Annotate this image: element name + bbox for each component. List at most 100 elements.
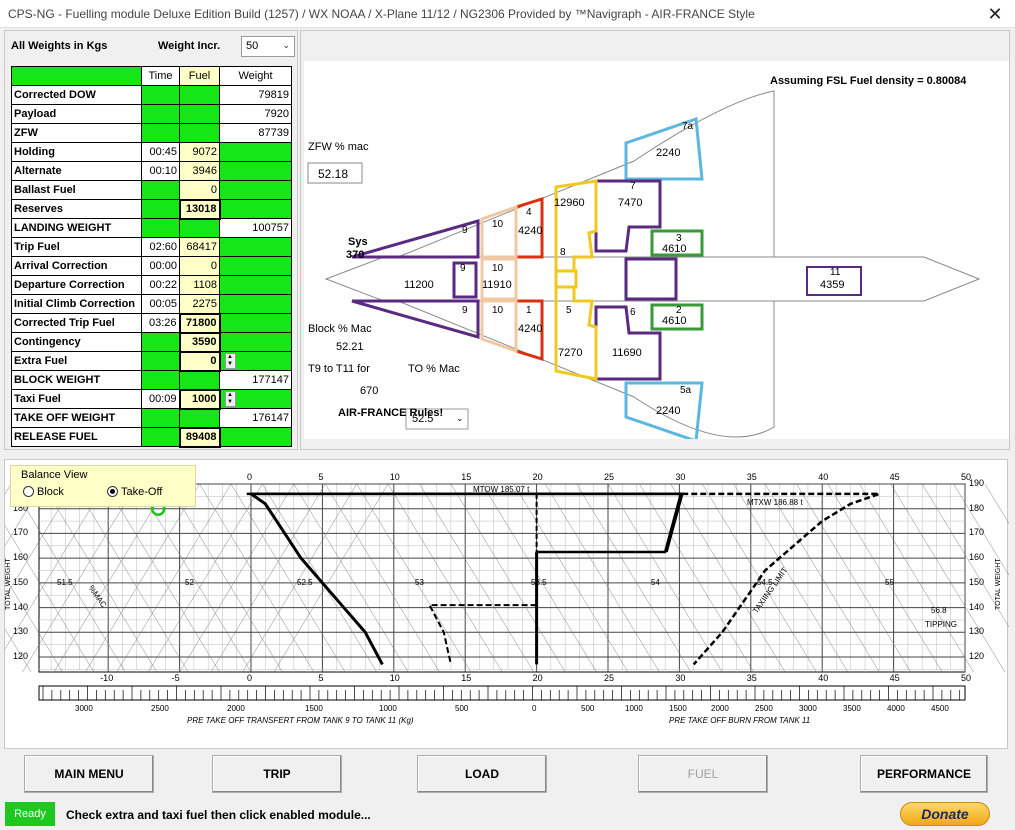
radio-block[interactable]: Block: [23, 486, 64, 498]
row-time: 00:45: [141, 142, 180, 162]
row-fuel[interactable]: 1000: [178, 388, 221, 410]
row-fuel: 3946: [179, 161, 220, 181]
tank-diagram: Assuming FSL Fuel density = 0.80084 ZFW …: [304, 61, 1009, 439]
x-tick-label: 30: [675, 673, 686, 683]
iso-line: [607, 483, 723, 673]
mac-label: 53.5: [531, 578, 547, 587]
row-label: Corrected Trip Fuel: [11, 313, 142, 333]
row-fuel: [179, 408, 220, 428]
y-tick-label: 140: [969, 601, 985, 612]
row-label: Reserves: [11, 199, 142, 219]
tank-value: 4240: [518, 225, 543, 237]
x-tick-label: 35: [746, 472, 757, 482]
iso-line: [544, 483, 660, 673]
row-fuel-value: 1000: [192, 393, 217, 405]
row-label: ZFW: [11, 123, 142, 143]
tank-value: 11910: [482, 279, 512, 291]
tipping-value: 56.8: [931, 606, 947, 615]
x-tick-label: -5: [171, 673, 180, 683]
tank-5-shape: [554, 285, 598, 381]
scale-right-caption: PRE TAKE OFF BURN FROM TANK 11: [669, 716, 811, 725]
y-tick-label: 170: [13, 527, 29, 538]
wing-upper-outline: [343, 90, 775, 280]
iso-line: [764, 483, 880, 673]
iso-line: [576, 483, 691, 673]
tank-value: 7470: [618, 197, 643, 209]
tank-9-upper-shape: [351, 219, 480, 259]
tank-value: 2240: [656, 405, 681, 417]
to-mac-select-box[interactable]: [405, 408, 469, 430]
tank-id: 4: [526, 207, 532, 218]
iso-line: [22, 483, 137, 673]
iso-line: [325, 483, 440, 673]
row-fuel-value: 0: [210, 260, 217, 272]
row-fuel-value: 68417: [186, 241, 217, 253]
scale-left-label: 2500: [151, 704, 169, 713]
spinner-icon[interactable]: ▲▼: [224, 391, 236, 407]
tank-9-center-shape: [452, 261, 478, 299]
radio-takeoff[interactable]: Take-Off: [107, 486, 162, 498]
trip-button[interactable]: TRIP: [212, 755, 342, 793]
row-fuel: [179, 85, 220, 105]
tank-id: 7a: [682, 121, 694, 132]
iso-line: [85, 483, 200, 673]
row-weight: ▲▼: [219, 389, 292, 409]
row-weight: 87739: [219, 123, 292, 143]
block-mac-label: Block % Mac: [308, 323, 372, 335]
scale-left-label: 1000: [379, 704, 397, 713]
tank-id: 9: [462, 305, 468, 316]
iso-line: [210, 483, 326, 673]
tank-id: 6: [630, 307, 636, 318]
row-label: TAKE OFF WEIGHT: [11, 408, 142, 428]
row-time: [141, 427, 180, 447]
row-label: Trip Fuel: [11, 237, 142, 257]
iso-line: [827, 483, 943, 673]
iso-line: [419, 483, 534, 673]
tank-value: 7270: [558, 347, 583, 359]
main-menu-button[interactable]: MAIN MENU: [24, 755, 154, 793]
row-fuel: 3590: [178, 331, 221, 353]
row-fuel-value: 3946: [192, 165, 217, 177]
load-button[interactable]: LOAD: [417, 755, 547, 793]
row-fuel[interactable]: 0: [178, 350, 221, 372]
density-note: Assuming FSL Fuel density = 0.80084: [770, 75, 967, 87]
to-mac-value[interactable]: 52.5: [412, 413, 434, 425]
weight-incr-select[interactable]: 50 ⌄: [241, 36, 295, 57]
iso-line: [10, 483, 126, 673]
tank-id: 3: [676, 233, 682, 244]
performance-button[interactable]: PERFORMANCE: [860, 755, 988, 793]
row-time: 00:00: [141, 256, 180, 276]
tank-id: 5a: [680, 385, 692, 396]
row-label: RELEASE FUEL: [11, 427, 142, 447]
iso-line: [242, 483, 357, 673]
tank-value: 11690: [612, 347, 642, 359]
fuel-button[interactable]: FUEL: [638, 755, 768, 793]
iso-line: [105, 483, 220, 673]
y-tick-label: 180: [969, 502, 985, 513]
iso-line: [733, 483, 849, 673]
row-time: 00:09: [141, 389, 180, 409]
iso-line: [273, 483, 389, 673]
row-fuel-value: 89408: [185, 431, 217, 443]
row-fuel-value: 3590: [192, 336, 217, 348]
t9-t11-label: T9 to T11 for: [308, 363, 370, 375]
x-tick-label: 30: [675, 472, 686, 482]
x-tick-label: 10: [389, 673, 400, 683]
scale-left-caption: PRE TAKE OFF TRANSFERT FROM TANK 9 TO TA…: [187, 716, 414, 725]
tank-10-center-shape: [480, 257, 518, 301]
row-label: BLOCK WEIGHT: [11, 370, 142, 390]
scale-left-label: 3000: [75, 704, 93, 713]
chevron-down-icon[interactable]: ⌄: [456, 413, 464, 423]
close-icon[interactable]: ✕: [987, 4, 1003, 24]
spinner-icon[interactable]: ▲▼: [224, 353, 236, 369]
row-weight: [219, 161, 292, 181]
donate-button[interactable]: Donate: [900, 802, 990, 826]
